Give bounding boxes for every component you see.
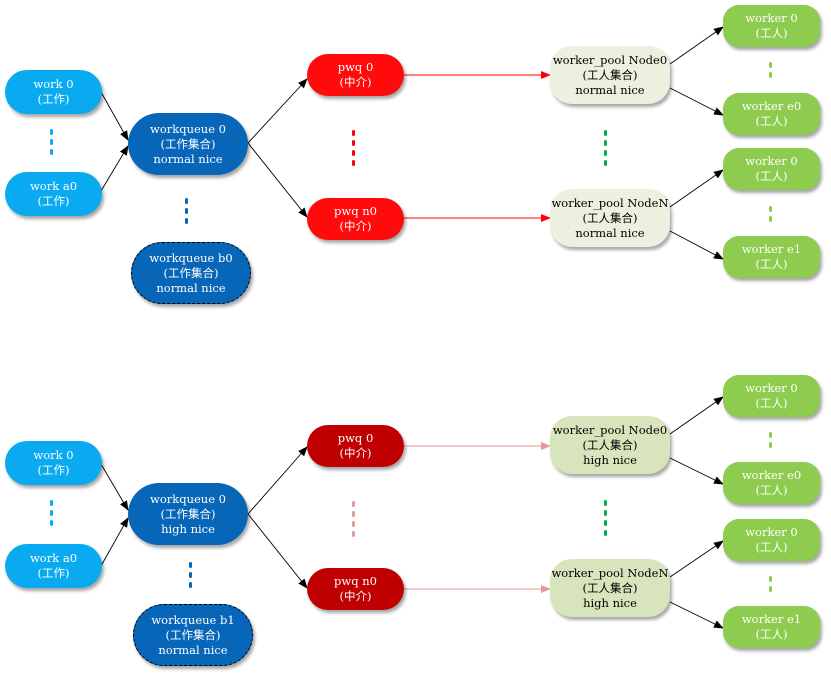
edge-b-workqueue0-pwqn0 [247, 513, 308, 589]
ellipsis-worker-b [769, 206, 773, 226]
edge-b-poolN-worker0b [669, 540, 724, 578]
node-b-worker-e0: worker e0 (工人) [723, 462, 820, 504]
node-b-work-0: work 0 (工作) [5, 441, 102, 485]
node-work-0: work 0 (工作) [5, 70, 102, 114]
edge-pool0-worker0a [669, 26, 724, 65]
edge-poolN-workere1 [669, 230, 724, 260]
node-worker-pool-node0: worker_pool Node0 (工人集合) normal nice [550, 46, 670, 104]
ellipsis-work [50, 129, 54, 159]
ellipsis-workqueue [185, 198, 189, 228]
node-b-worker-pool-node0: worker_pool Node0 (工人集合) high nice [550, 416, 670, 474]
edge-work0-workqueue0 [100, 91, 129, 141]
ellipsis-b-worker-b [769, 576, 773, 596]
edge-pool0-workere0 [669, 87, 724, 116]
ellipsis-b-worker-pool [604, 500, 608, 540]
node-b-pwq-0: pwq 0 (中介) [307, 425, 404, 467]
edge-b-work0-workqueue0 [100, 463, 129, 511]
edge-workqueue0-pwq0 [247, 78, 308, 144]
node-worker-e1: worker e1 (工人) [723, 236, 820, 278]
edge-b-worka0-workqueue0 [100, 517, 129, 567]
node-b-workqueue-0: workqueue 0 (工作集合) high nice [128, 483, 248, 545]
node-b-workqueue-b1: workqueue b1 (工作集合) normal nice [133, 604, 253, 666]
ellipsis-b-pwq [352, 501, 356, 541]
edge-b-workqueue0-pwq0 [247, 446, 308, 515]
node-worker-pool-nodeN: worker_pool NodeN (工人集合) normal nice [550, 189, 670, 247]
node-b-worker-0-a: worker 0 (工人) [723, 375, 820, 417]
node-b-pwq-n0: pwq n0 (中介) [307, 568, 404, 610]
ellipsis-worker-a [769, 62, 773, 82]
node-workqueue-0: workqueue 0 (工作集合) normal nice [128, 113, 248, 175]
ellipsis-b-workqueue [189, 562, 193, 592]
node-work-a0: work a0 (工作) [5, 172, 102, 216]
node-pwq-0: pwq 0 (中介) [307, 54, 404, 96]
node-worker-0-a: worker 0 (工人) [723, 5, 820, 47]
node-workqueue-b0: workqueue b0 (工作集合) normal nice [131, 242, 251, 304]
node-b-worker-pool-nodeN: worker_pool NodeN (工人集合) high nice [550, 559, 670, 617]
node-worker-0-b: worker 0 (工人) [723, 148, 820, 190]
edge-b-pool0-workere0 [669, 457, 724, 485]
node-pwq-n0: pwq n0 (中介) [307, 198, 404, 240]
edge-worka0-workqueue0 [100, 145, 129, 192]
edge-b-pool0-worker0a [669, 396, 724, 435]
edge-b-poolN-workere1 [669, 601, 724, 629]
node-b-worker-e1: worker e1 (工人) [723, 606, 820, 648]
node-b-work-a0: work a0 (工作) [5, 544, 102, 588]
ellipsis-worker-pool [604, 130, 608, 170]
ellipsis-b-worker-a [769, 432, 773, 452]
ellipsis-pwq [352, 130, 356, 170]
edge-workqueue0-pwqn0 [247, 142, 308, 218]
ellipsis-b-work [50, 500, 54, 530]
edge-poolN-worker0b [669, 169, 724, 208]
node-worker-e0: worker e0 (工人) [723, 93, 820, 135]
node-b-worker-0-b: worker 0 (工人) [723, 519, 820, 561]
